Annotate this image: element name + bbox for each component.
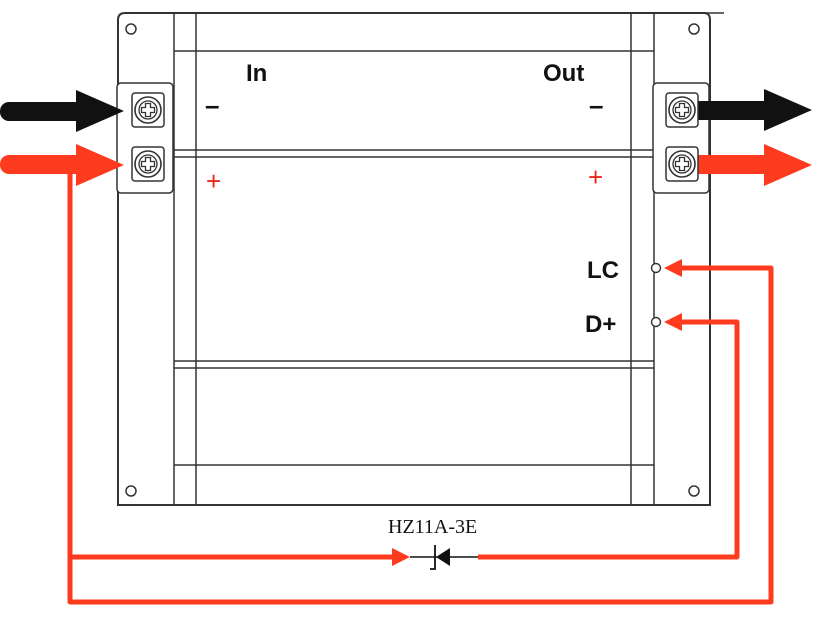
arrow-icon <box>664 313 682 331</box>
arrow-icon <box>664 259 682 277</box>
input-label: In <box>246 60 267 87</box>
mounting-hole-icon <box>125 23 137 35</box>
dplus-terminal <box>650 316 662 328</box>
mounting-hole-icon <box>688 485 700 497</box>
mounting-hole-icon <box>125 485 137 497</box>
screw-terminal-icon <box>665 92 699 128</box>
mounting-hole-icon <box>688 23 700 35</box>
input-positive-sign: + <box>206 166 221 196</box>
output-positive-arrow <box>682 144 812 186</box>
converter-housing <box>117 12 724 506</box>
zener-diode-icon <box>410 545 478 570</box>
screw-terminal-icon <box>131 146 165 182</box>
dplus-label: D+ <box>585 311 616 338</box>
output-label: Out <box>543 60 584 87</box>
red-ground-wire <box>67 165 774 605</box>
lc-label: LC <box>587 257 619 284</box>
output-negative-arrow <box>682 89 812 131</box>
input-positive-arrow <box>0 144 124 186</box>
screw-terminal-icon <box>131 92 165 128</box>
input-negative-sign: – <box>205 90 219 120</box>
output-positive-sign: + <box>588 162 603 192</box>
screw-terminal-icon <box>665 146 699 182</box>
input-negative-arrow <box>0 90 124 132</box>
lc-terminal <box>650 262 662 274</box>
output-negative-sign: – <box>589 90 603 120</box>
diode-part-label: HZ11A-3E <box>388 516 477 538</box>
arrow-icon <box>392 548 410 566</box>
